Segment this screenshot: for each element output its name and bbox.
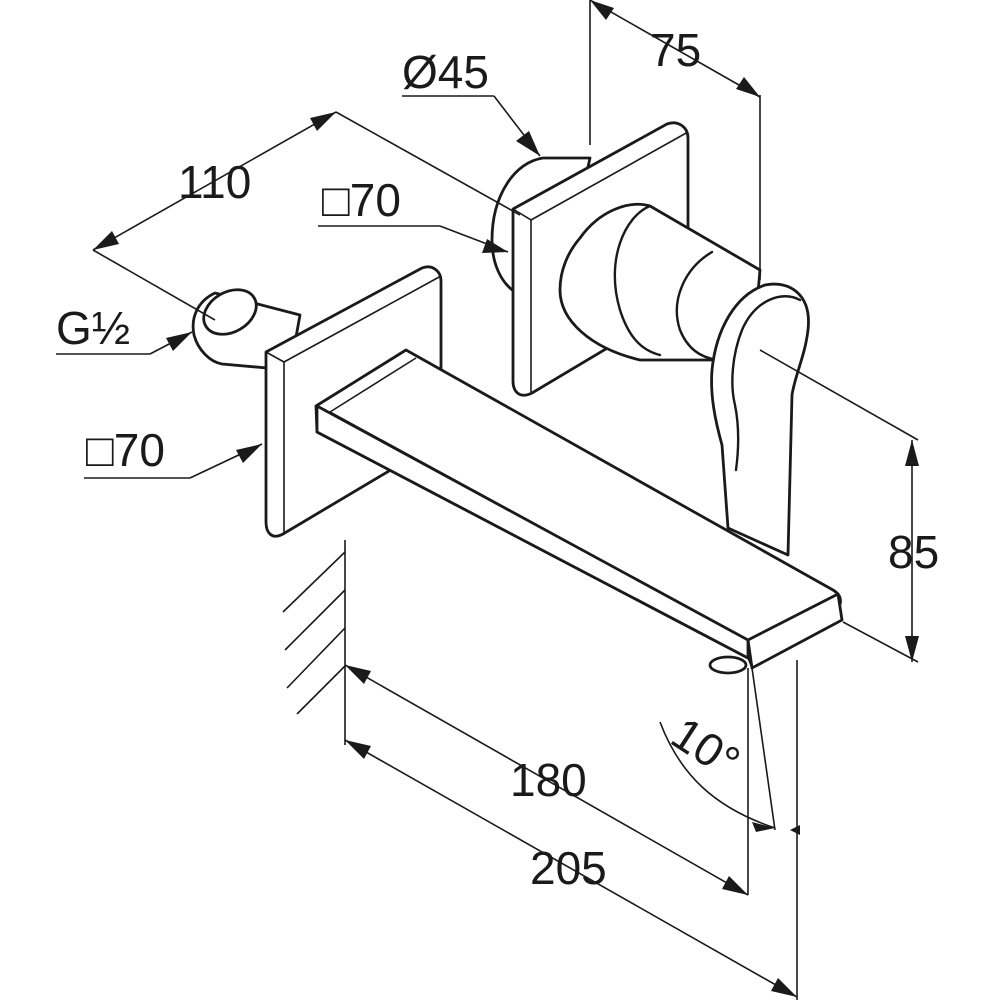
dimension-85: 85: [888, 526, 939, 578]
dimension-75: 75: [650, 24, 701, 76]
dimension-diameter-45: Ø45: [402, 46, 489, 98]
dimension-square-70-rear: □70: [322, 174, 401, 226]
wall-hatching: [282, 540, 346, 745]
mixer-body: [490, 121, 810, 557]
dimension-lines: [56, 0, 919, 1000]
dimension-205: 205: [530, 842, 607, 894]
dimension-180: 180: [510, 754, 587, 806]
dimension-thread-g-half: G½: [56, 302, 130, 354]
dimension-angle-10: 10°: [663, 707, 750, 788]
dimension-square-70-front: □70: [86, 424, 165, 476]
spout-assembly: [191, 265, 844, 675]
dimension-110: 110: [178, 156, 251, 208]
